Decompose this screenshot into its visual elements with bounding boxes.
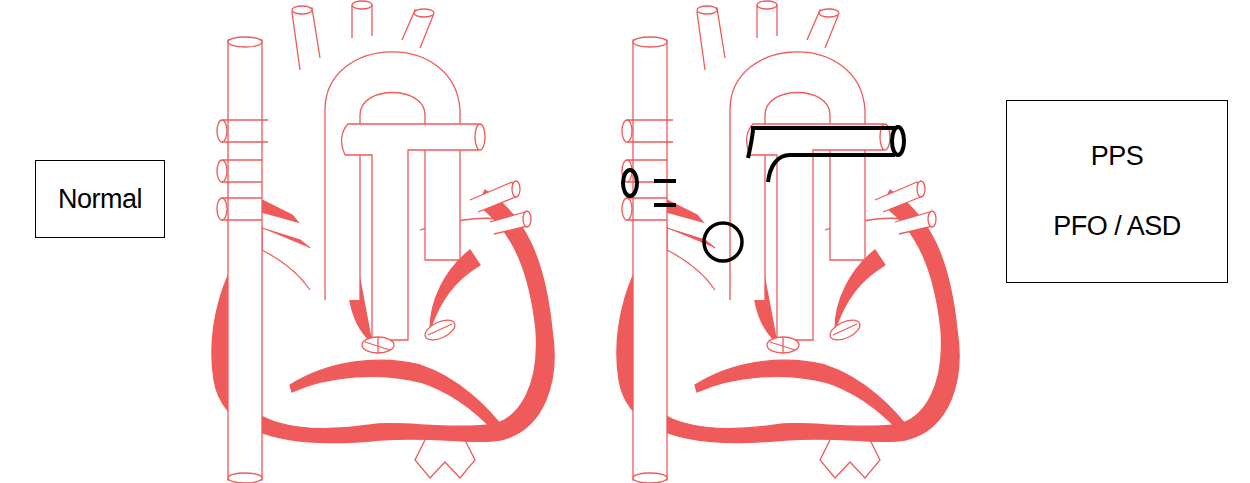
pps-outline xyxy=(748,128,895,182)
box-text: PFO / ASD xyxy=(1053,211,1181,242)
normal-heart xyxy=(212,1,554,483)
box-text: PPS xyxy=(1091,141,1144,172)
pfo-circle xyxy=(704,223,742,261)
svc-narrowing xyxy=(654,181,676,205)
abnormal-heart xyxy=(617,1,959,483)
svc-ring xyxy=(623,170,637,196)
diagnosis-box: PPS PFO / ASD xyxy=(1006,100,1228,283)
label-box: Normal xyxy=(35,160,165,238)
defect-highlights xyxy=(623,127,904,261)
pps-end xyxy=(892,127,904,155)
box-text: Normal xyxy=(58,184,142,215)
